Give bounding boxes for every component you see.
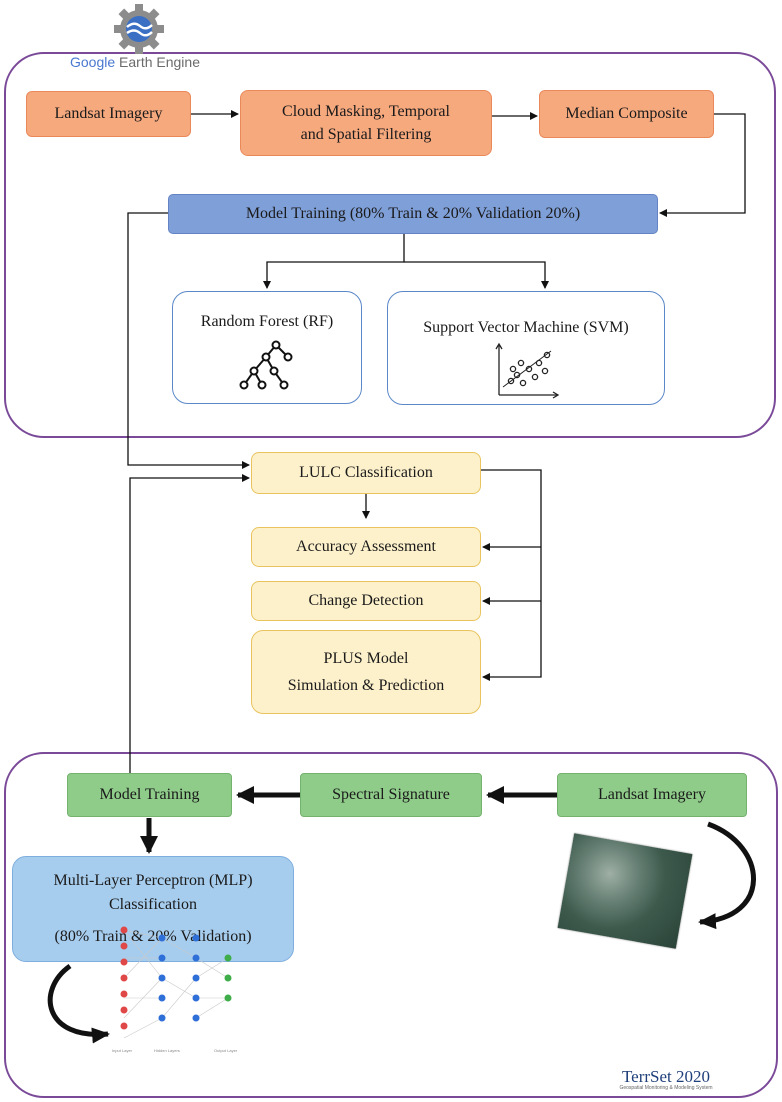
accuracy-assessment-box: Accuracy Assessment xyxy=(251,527,481,567)
nn-output-label: Output Layer xyxy=(214,1048,238,1053)
arrow-training-branches xyxy=(263,234,405,289)
gee-logo: Google Earth Engine xyxy=(64,2,200,72)
arrow-median-to-training xyxy=(659,113,746,217)
curved-arrow-landsat-image xyxy=(698,821,756,930)
arrow-lulc-right-feedback xyxy=(481,469,542,681)
terrset-model-training-box: Model Training xyxy=(67,773,232,817)
google-earth-engine-frame xyxy=(4,52,776,438)
gee-logo-earth-engine: Earth Engine xyxy=(115,54,200,70)
change-detection-label: Change Detection xyxy=(308,592,424,610)
gee-logo-google: Google xyxy=(70,54,116,70)
nn-input-label: Input Layer xyxy=(112,1048,133,1053)
spectral-signature-box: Spectral Signature xyxy=(300,773,482,817)
arrow-terrset-training-to-lulc xyxy=(129,474,250,773)
scatter-plot-icon xyxy=(495,342,560,399)
plus-model-box: PLUS Model Simulation & Prediction xyxy=(251,630,481,714)
random-forest-label: Random Forest (RF) xyxy=(200,313,334,330)
svm-label: Support Vector Machine (SVM) xyxy=(423,319,629,336)
terrset-landsat-imagery-label: Landsat Imagery xyxy=(598,786,706,804)
landsat-imagery-label: Landsat Imagery xyxy=(54,105,163,123)
decision-tree-icon xyxy=(239,340,293,390)
nn-hidden-label: Hidden Layers xyxy=(154,1048,180,1053)
svm-box: Support Vector Machine (SVM) xyxy=(387,291,665,405)
neural-network-icon: Input Layer Hidden Layers Output Layer xyxy=(112,926,238,1053)
mlp-classification-box: Multi-Layer Perceptron (MLP) Classificat… xyxy=(12,856,294,962)
terrset-logo-subtitle: Geospatial Monitoring & Modeling System xyxy=(619,1085,713,1091)
gee-model-training-box: Model Training (80% Train & 20% Validati… xyxy=(168,194,658,234)
terrset-logo-title: TerrSet 2020 xyxy=(621,1067,711,1086)
cloud-masking-box: Cloud Masking, Temporal and Spatial Filt… xyxy=(240,90,492,156)
lulc-classification-label: LULC Classification xyxy=(299,464,433,482)
spectral-signature-label: Spectral Signature xyxy=(332,786,450,804)
mlp-line1: Multi-Layer Perceptron (MLP) xyxy=(53,872,253,889)
plus-model-line2: Simulation & Prediction xyxy=(287,677,445,694)
terrset-logo: TerrSet 2020 Geospatial Monitoring & Mod… xyxy=(596,1068,736,1091)
gee-model-training-label: Model Training (80% Train & 20% Validati… xyxy=(245,205,581,223)
mlp-line3: (80% Train & 20% Validation) xyxy=(54,928,252,945)
terrset-frame xyxy=(4,752,778,1098)
gear-globe-icon xyxy=(114,4,164,54)
terrset-landsat-imagery-box: Landsat Imagery xyxy=(557,773,747,817)
mlp-line2: Classification xyxy=(109,896,197,913)
accuracy-assessment-label: Accuracy Assessment xyxy=(296,538,436,556)
change-detection-box: Change Detection xyxy=(251,581,481,621)
terrset-model-training-label: Model Training xyxy=(99,786,200,804)
lulc-classification-box: LULC Classification xyxy=(251,452,481,494)
cloud-masking-line1: Cloud Masking, Temporal xyxy=(282,102,450,120)
median-composite-box: Median Composite xyxy=(539,90,714,138)
landsat-imagery-box: Landsat Imagery xyxy=(26,91,191,137)
arrow-gee-training-to-lulc xyxy=(127,212,250,469)
random-forest-box: Random Forest (RF) xyxy=(172,291,362,404)
arrow-training-to-svm xyxy=(404,261,549,289)
cloud-masking-line2: and Spatial Filtering xyxy=(300,126,432,143)
plus-model-line1: PLUS Model xyxy=(323,649,409,667)
median-composite-label: Median Composite xyxy=(565,105,688,123)
curved-arrow-mlp-network xyxy=(47,963,110,1044)
